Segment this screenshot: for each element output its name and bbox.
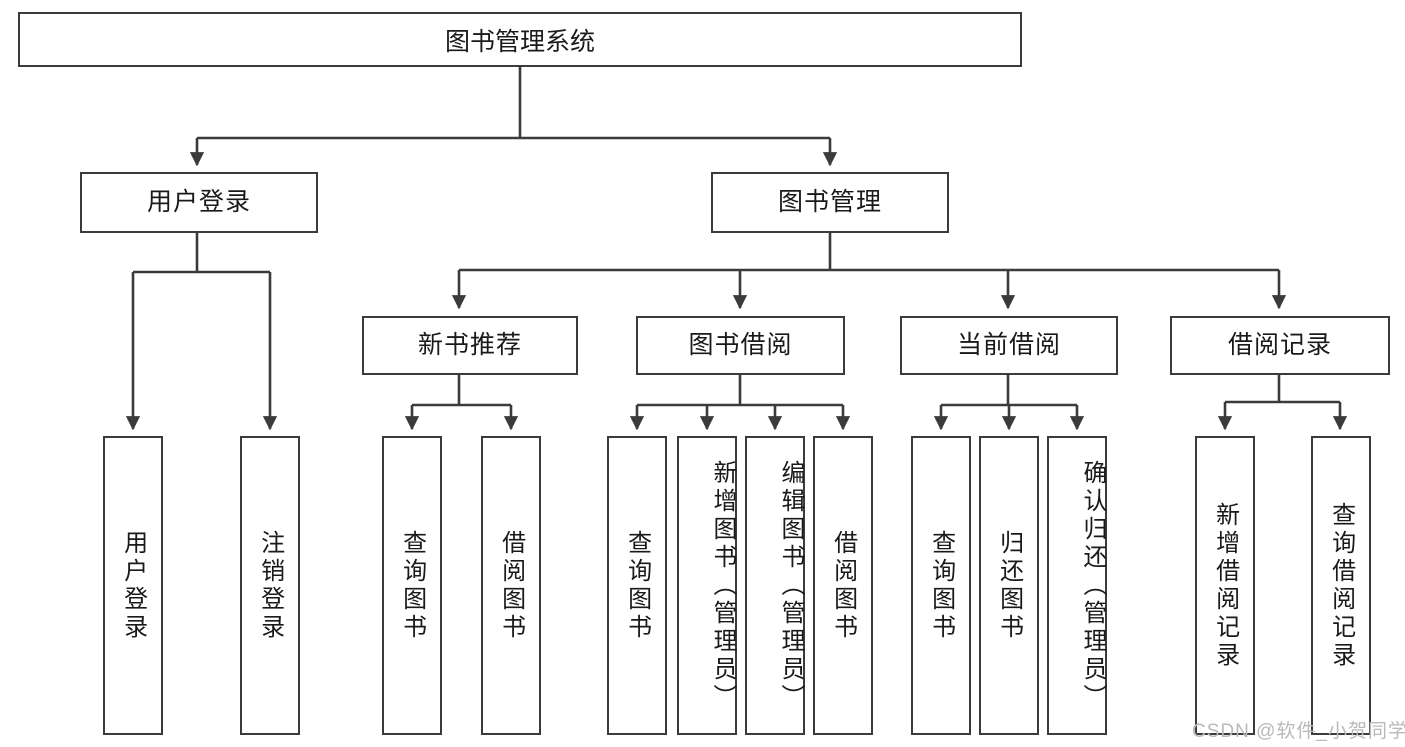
leaf-user-login[interactable]: 用户登录 [103, 436, 163, 735]
leaf-query-book-1-label: 查询图书 [398, 529, 426, 642]
leaf-edit-book-label: 编辑图书（管理员） [777, 459, 804, 712]
leaf-query-book-3[interactable]: 查询图书 [911, 436, 971, 735]
leaf-borrow-book-2-label: 借阅图书 [829, 529, 857, 642]
leaf-return-book-label: 归还图书 [995, 529, 1023, 642]
leaf-borrow-book-1-label: 借阅图书 [497, 529, 525, 642]
leaf-add-record-label: 新增借阅记录 [1211, 501, 1239, 670]
leaf-query-book-2[interactable]: 查询图书 [607, 436, 667, 735]
leaf-confirm-return[interactable]: 确认归还（管理员） [1047, 436, 1107, 735]
leaf-edit-book[interactable]: 编辑图书（管理员） [745, 436, 805, 735]
leaf-borrow-book-1[interactable]: 借阅图书 [481, 436, 541, 735]
leaf-query-book-2-label: 查询图书 [623, 529, 651, 642]
leaf-add-book[interactable]: 新增图书（管理员） [677, 436, 737, 735]
leaf-add-book-label: 新增图书（管理员） [709, 459, 736, 712]
node-new-book-recommend-label: 新书推荐 [417, 330, 522, 359]
leaf-query-book-1[interactable]: 查询图书 [382, 436, 442, 735]
node-book-borrow-label: 图书借阅 [688, 330, 793, 359]
node-book-borrow[interactable]: 图书借阅 [636, 316, 845, 375]
leaf-user-logout[interactable]: 注销登录 [240, 436, 300, 735]
leaf-confirm-return-label: 确认归还（管理员） [1079, 459, 1106, 712]
watermark-text: CSDN @软件_小贺同学 [1192, 721, 1405, 742]
node-root-label: 图书管理系统 [444, 27, 595, 56]
node-user-login[interactable]: 用户登录 [80, 172, 318, 233]
leaf-query-record[interactable]: 查询借阅记录 [1311, 436, 1371, 735]
node-current-borrow-label: 当前借阅 [956, 330, 1061, 359]
node-borrow-record-label: 借阅记录 [1227, 330, 1332, 359]
leaf-return-book[interactable]: 归还图书 [979, 436, 1039, 735]
node-new-book-recommend[interactable]: 新书推荐 [362, 316, 578, 375]
leaf-query-book-3-label: 查询图书 [927, 529, 955, 642]
node-book-manage-label: 图书管理 [777, 187, 882, 216]
leaf-query-record-label: 查询借阅记录 [1327, 501, 1355, 670]
node-user-login-label: 用户登录 [146, 187, 251, 216]
node-borrow-record[interactable]: 借阅记录 [1170, 316, 1390, 375]
leaf-user-logout-label: 注销登录 [256, 529, 284, 642]
leaf-add-record[interactable]: 新增借阅记录 [1195, 436, 1255, 735]
leaf-user-login-label: 用户登录 [119, 529, 147, 642]
node-book-manage[interactable]: 图书管理 [711, 172, 949, 233]
node-root[interactable]: 图书管理系统 [18, 12, 1022, 67]
node-current-borrow[interactable]: 当前借阅 [900, 316, 1118, 375]
leaf-borrow-book-2[interactable]: 借阅图书 [813, 436, 873, 735]
